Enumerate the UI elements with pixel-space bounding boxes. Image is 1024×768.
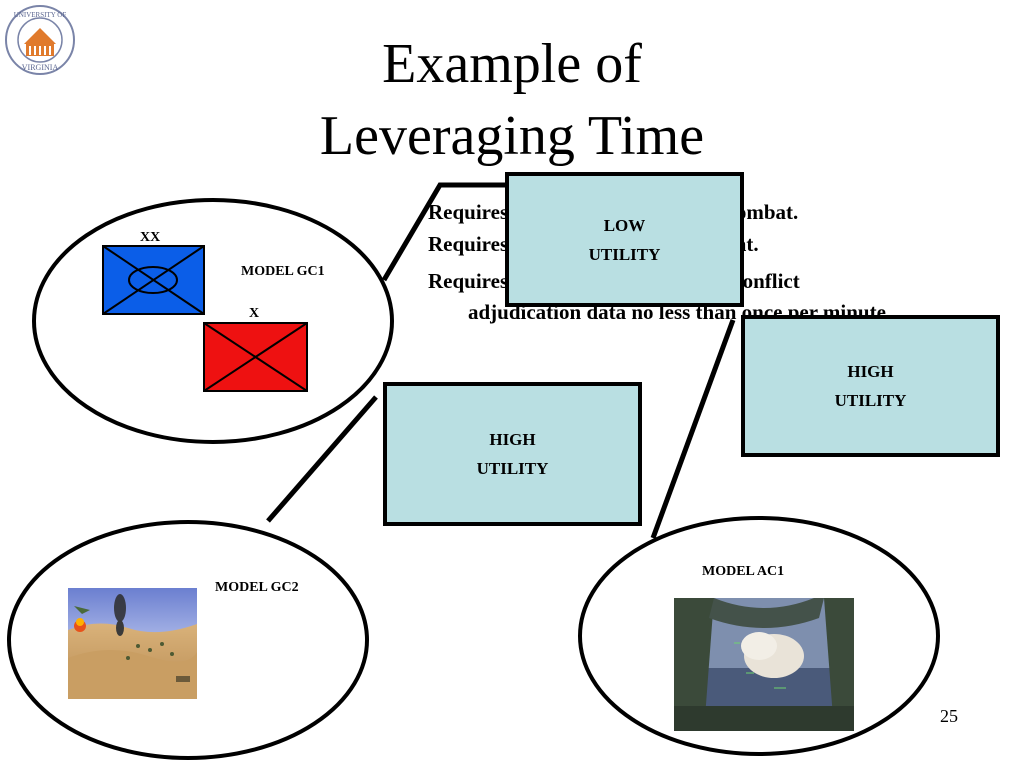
logo-text-bottom: VIRGINIA bbox=[22, 63, 59, 72]
connector-gc1-gc2 bbox=[266, 395, 378, 523]
high-utility-right-line-2: UTILITY bbox=[834, 391, 907, 410]
model-gc1-ellipse bbox=[32, 198, 394, 444]
connector-gc1-low bbox=[381, 182, 505, 282]
low-utility-line-2: UTILITY bbox=[588, 244, 661, 264]
university-logo: UNIVERSITY OF VIRGINIA bbox=[4, 4, 76, 76]
connector-ac1-high bbox=[650, 319, 736, 539]
title-line-2: Leveraging Time bbox=[319, 105, 705, 167]
model-ac1-label: MODEL AC1 bbox=[702, 564, 785, 579]
model-gc2-label: MODEL GC2 bbox=[215, 580, 299, 595]
high-utility-box-right: HIGH UTILITY bbox=[741, 315, 1000, 457]
slide-title: Example of Leveraging Time bbox=[240, 28, 784, 172]
blue-unit-size-label: XX bbox=[140, 230, 161, 245]
low-utility-line-1: LOW bbox=[603, 215, 646, 235]
page-number: 25 bbox=[940, 706, 958, 726]
desert-combat-image bbox=[68, 588, 197, 699]
logo-text-top: UNIVERSITY OF bbox=[14, 11, 67, 19]
cockpit-view-image bbox=[674, 598, 854, 731]
high-utility-box-center: HIGH UTILITY bbox=[383, 382, 642, 526]
high-utility-right-line-1: HIGH bbox=[847, 362, 894, 381]
red-unit-size-label: X bbox=[249, 306, 260, 321]
model-gc1-label: MODEL GC1 bbox=[241, 264, 325, 279]
red-brigade-unit-icon bbox=[203, 322, 308, 392]
high-utility-center-line-2: UTILITY bbox=[476, 459, 549, 478]
title-line-1: Example of bbox=[382, 33, 642, 95]
high-utility-center-line-1: HIGH bbox=[489, 430, 536, 449]
blue-division-unit-icon bbox=[102, 245, 205, 315]
low-utility-box: LOW UTILITY bbox=[505, 172, 744, 307]
